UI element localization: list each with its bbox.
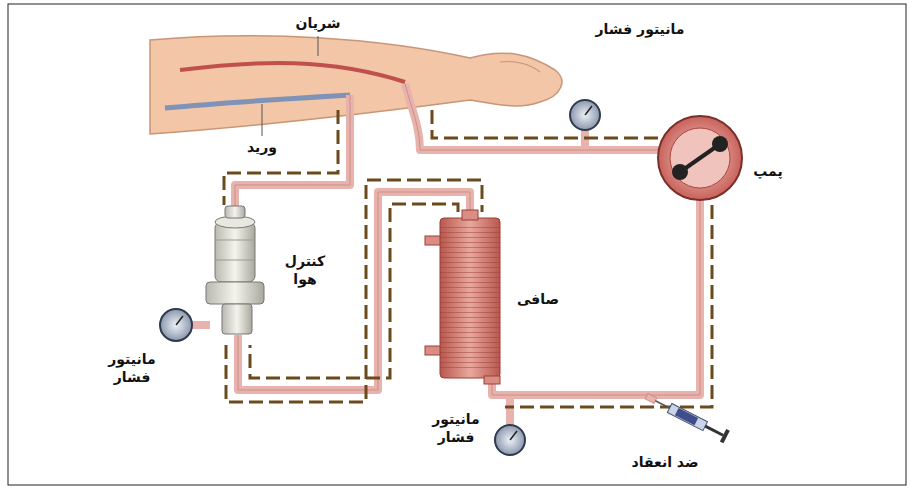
- part-label: مانیتور فشار: [592, 20, 687, 40]
- part-label: ضد انعقاد: [629, 453, 702, 473]
- filter: [425, 210, 500, 384]
- part-label: ورید: [244, 138, 280, 158]
- pressure-gauge: [570, 100, 600, 130]
- arm: [150, 36, 562, 134]
- pressure-gauge: [160, 309, 192, 341]
- part-label: شریان: [293, 14, 344, 34]
- pressure-gauge: [495, 425, 525, 455]
- part-label: صافی: [514, 290, 562, 310]
- part-label: مانیتور فشار: [105, 350, 158, 387]
- leader-line: [262, 104, 263, 136]
- part-label: کنترل هوا: [282, 252, 328, 289]
- pump: [658, 116, 742, 200]
- air-control: [206, 206, 264, 334]
- part-label: پمپ: [750, 162, 785, 182]
- frame: [8, 4, 906, 485]
- syringe: [643, 390, 730, 443]
- vein: [165, 95, 350, 108]
- tubing-edge: [235, 84, 700, 395]
- leader-line: [318, 36, 319, 56]
- hand-crease: [500, 61, 540, 72]
- tubing: [192, 84, 700, 424]
- artery: [180, 63, 405, 82]
- part-label: مانیتور فشار: [429, 410, 482, 447]
- flow-dashes: [224, 110, 712, 407]
